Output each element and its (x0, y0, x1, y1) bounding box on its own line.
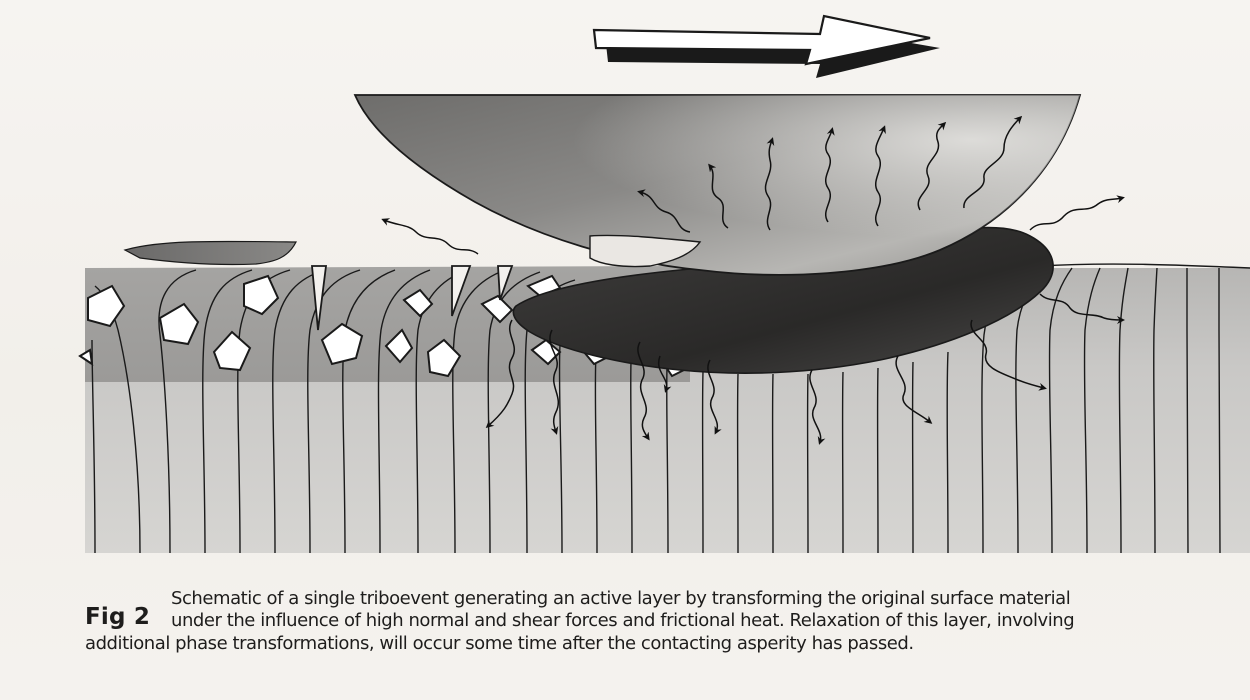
heat-wave-arrow-icon (384, 220, 478, 254)
grain-line (947, 352, 948, 553)
sliding-direction-arrow-icon (594, 16, 940, 78)
caption-line: under the influence of high normal and s… (171, 610, 1074, 632)
detached-flake (125, 241, 296, 264)
schematic-figure (0, 0, 1250, 570)
figure-label: Fig 2 (85, 604, 150, 630)
caption-line: Schematic of a single triboevent generat… (171, 588, 1070, 610)
triboevent-schematic (0, 0, 1250, 570)
heat-wave-arrow-icon (1030, 198, 1122, 230)
surface-line (1040, 264, 1250, 268)
caption-line: additional phase transformations, will o… (85, 633, 914, 655)
